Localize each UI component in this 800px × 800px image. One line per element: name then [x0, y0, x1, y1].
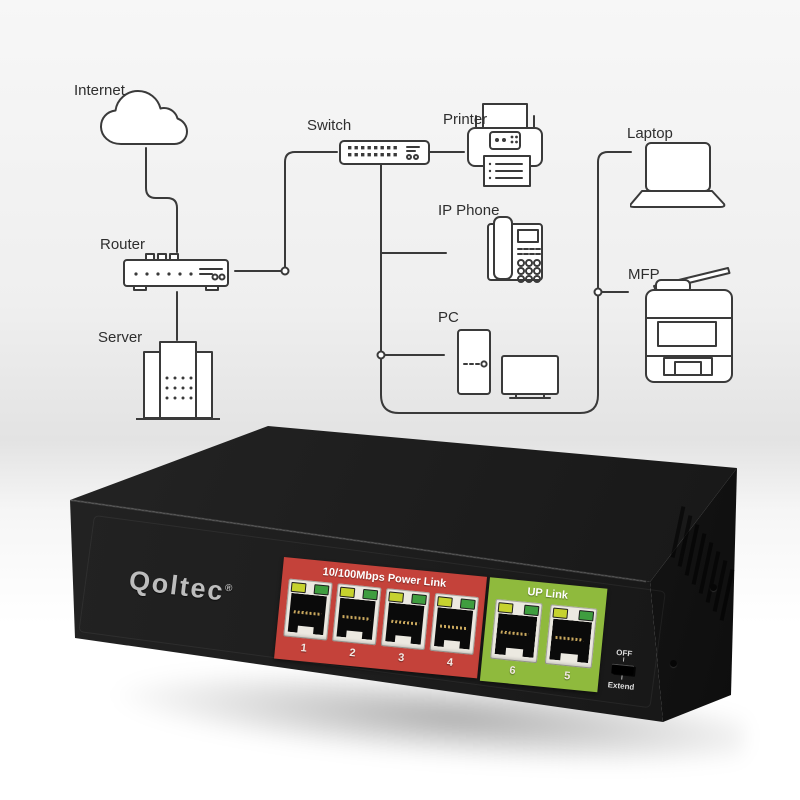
led-yellow-icon [387, 591, 404, 603]
port-number: 1 [300, 642, 308, 655]
side-vents [670, 502, 736, 642]
port-number: 3 [397, 651, 405, 665]
rj45-jack-icon [549, 619, 592, 664]
ip-phone-icon [487, 216, 543, 283]
line-switch-trunk [380, 151, 632, 414]
led-green-icon [578, 610, 595, 622]
internet-label: Internet [74, 82, 125, 99]
led-green-icon [361, 588, 378, 601]
led-yellow-icon [338, 586, 355, 599]
rj45-port-2 [331, 583, 381, 646]
led-green-icon [410, 593, 427, 606]
junction-dot [280, 266, 290, 276]
toggle-knob-icon [611, 663, 635, 676]
line-internet-router [145, 147, 178, 253]
screw [670, 660, 677, 667]
junction-dot [376, 350, 386, 360]
mfp-icon [645, 267, 733, 383]
power-link-section: 10/100Mbps Power Link [274, 557, 488, 679]
mfp-label: MFP [628, 266, 660, 283]
server-icon [136, 341, 220, 420]
rj45-port-1 [282, 578, 333, 641]
laptop-label: Laptop [627, 125, 673, 142]
led-yellow-icon [436, 596, 453, 608]
router-label: Router [100, 236, 146, 253]
switch-label: Switch [307, 117, 352, 134]
port-number: 4 [446, 656, 454, 669]
printer-label: Printer [443, 111, 488, 128]
led-green-icon [459, 598, 476, 610]
rj45-jack-icon [495, 613, 538, 658]
uplink-section: UP Link 6 5 [479, 577, 608, 693]
internet-cloud-icon [100, 90, 188, 145]
switch-icon [339, 140, 430, 165]
topology-connection-lines [145, 147, 632, 414]
pc-label: PC [438, 309, 459, 326]
port-number: 6 [508, 664, 517, 678]
server-label: Server [98, 329, 143, 346]
screw [710, 584, 717, 591]
port-number: 5 [563, 669, 571, 683]
router-icon [123, 253, 229, 291]
printer-icon [467, 103, 543, 187]
junction-dot [593, 287, 603, 297]
port-number: 2 [348, 646, 357, 660]
led-yellow-icon [290, 581, 307, 594]
rj45-port-3 [380, 588, 430, 651]
led-green-icon [313, 584, 329, 596]
led-green-icon [523, 604, 540, 617]
rj45-port-4 [429, 592, 479, 655]
registered-trademark-mark: ® [224, 582, 233, 595]
rj45-port-5 [544, 604, 598, 669]
led-yellow-icon [552, 607, 569, 619]
ip-phone-label: IP Phone [438, 202, 500, 219]
line-junction-switch [284, 151, 338, 272]
extend-mode-switch: OFF I I Extend [602, 647, 644, 693]
pc-icon [457, 329, 559, 399]
led-yellow-icon [497, 602, 514, 614]
laptop-icon [630, 142, 726, 208]
rj45-port-6 [490, 598, 543, 664]
